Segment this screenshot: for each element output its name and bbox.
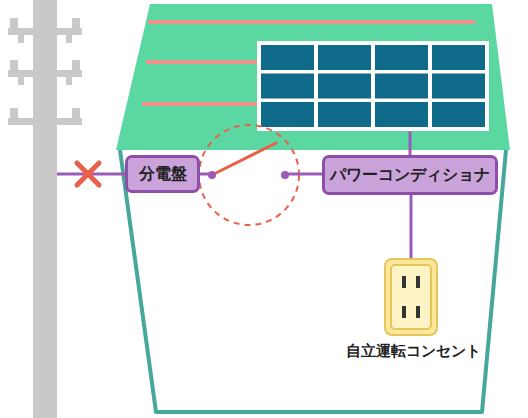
solar-cell — [318, 45, 371, 70]
outlet-face — [384, 258, 438, 336]
solar-cell — [375, 102, 428, 127]
solar-cell — [261, 74, 314, 99]
roof — [116, 4, 510, 150]
solar-panel — [257, 41, 489, 131]
solar-cell — [318, 102, 371, 127]
solar-cell — [432, 45, 485, 70]
outlet-label: 自立運転コンセント — [346, 342, 481, 361]
switch-highlight — [199, 125, 299, 225]
solar-cell — [261, 45, 314, 70]
box-label: パワーコンディショナ — [330, 165, 490, 186]
solar-cell — [375, 45, 428, 70]
solar-cell — [432, 74, 485, 99]
cut-mark — [77, 163, 99, 185]
solar-cell — [375, 74, 428, 99]
device-box: パワーコンディショナ — [322, 155, 498, 195]
solar-cell — [261, 102, 314, 127]
panel-wire — [409, 131, 412, 157]
outlet: 自立運転コンセント — [384, 258, 438, 336]
switch-lever — [212, 143, 276, 175]
roof-stripe — [142, 22, 486, 104]
solar-cell — [318, 74, 371, 99]
panel-box: 分電盤 — [125, 155, 200, 193]
switch-contact — [281, 171, 289, 179]
box-label: 分電盤 — [139, 164, 187, 185]
solar-cell — [432, 102, 485, 127]
switch-contact — [208, 171, 216, 179]
wire — [410, 195, 413, 258]
utility-pole — [8, 0, 82, 418]
house-wall — [120, 150, 506, 412]
